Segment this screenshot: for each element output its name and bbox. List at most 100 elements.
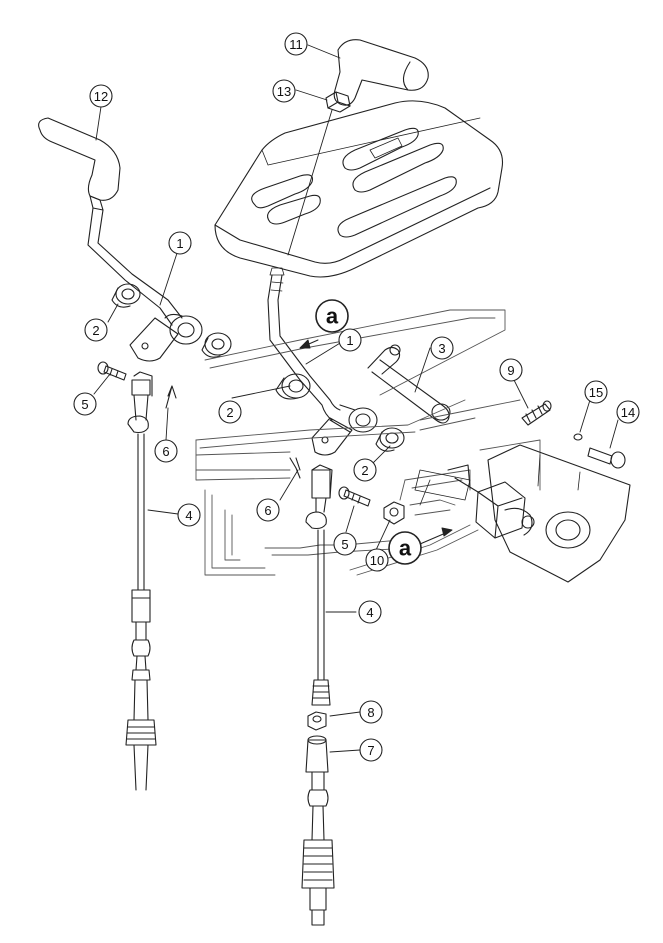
marker-arrows [299, 339, 453, 545]
callout-label: 11 [289, 37, 303, 52]
callout-2: 2 [84, 318, 108, 342]
cotter-pin-6b [289, 457, 301, 479]
callout-circle [584, 380, 608, 404]
callout-label: 6 [162, 444, 169, 459]
callout-circle [154, 439, 178, 463]
shift-lever-1a [87, 207, 203, 362]
shift-knob-11 [333, 39, 429, 106]
rod-4a [125, 371, 157, 791]
callout-11: 11 [284, 32, 308, 56]
callout-label: 8 [367, 705, 374, 720]
bushing-2d [375, 427, 405, 452]
callout-label: 2 [361, 463, 368, 478]
nut-10 [383, 501, 405, 525]
cotter-pin-6a [165, 385, 177, 409]
callout-circle [284, 32, 308, 56]
callout-4: 4 [177, 503, 201, 527]
callout-8: 8 [359, 700, 383, 724]
bushing-2a [111, 283, 141, 308]
switch-block [414, 464, 535, 539]
callout-circle [89, 84, 113, 108]
callout-circle [430, 336, 454, 360]
reference-marker-a: a [388, 531, 422, 565]
callout-4: 4 [358, 600, 382, 624]
marker-circle [388, 531, 422, 565]
callout-circle [177, 503, 201, 527]
bolt-5b [338, 486, 371, 507]
callout-label: 13 [277, 84, 291, 99]
bolt-5a [97, 361, 127, 381]
callout-circle [365, 548, 389, 572]
callout-label: 12 [94, 89, 108, 104]
marker-label: a [399, 536, 412, 561]
callout-6: 6 [256, 498, 280, 522]
callout-circle [616, 400, 640, 424]
bracket-right [487, 444, 631, 583]
callout-circle [353, 458, 377, 482]
sleeve-7 [305, 735, 329, 773]
callout-3: 3 [430, 336, 454, 360]
callout-label: 9 [507, 363, 514, 378]
callout-15: 15 [584, 380, 608, 404]
callout-circle [84, 318, 108, 342]
reference-marker-a: a [315, 299, 349, 333]
callout-5: 5 [73, 392, 97, 416]
callout-label: 15 [589, 385, 603, 400]
bushing-2c [201, 332, 232, 358]
callout-9: 9 [499, 358, 523, 382]
callout-label: 1 [176, 236, 183, 251]
shaft-3 [367, 344, 451, 424]
leader-lines [93, 44, 619, 753]
callout-label: 4 [366, 605, 373, 620]
cable-center [301, 771, 335, 926]
nut-8 [307, 711, 327, 731]
callout-label: 4 [185, 508, 192, 523]
callout-circle [338, 328, 362, 352]
marker-circle [315, 299, 349, 333]
callout-label: 5 [341, 537, 348, 552]
callout-circle [73, 392, 97, 416]
marker-layer: aa [315, 299, 422, 565]
callout-circle [358, 600, 382, 624]
washer-15 [573, 433, 583, 441]
bracket-outline [195, 309, 541, 576]
bushing-2b [275, 373, 311, 400]
callout-10: 10 [365, 548, 389, 572]
callout-label: 3 [438, 341, 445, 356]
shift-lever-1b [267, 267, 378, 456]
screw-9 [521, 400, 552, 426]
callout-label: 10 [370, 553, 384, 568]
callout-label: 5 [81, 397, 88, 412]
shift-cover [214, 100, 504, 278]
rod-4b [305, 464, 333, 706]
callout-circle [256, 498, 280, 522]
callout-label: 7 [367, 743, 374, 758]
callout-label: 6 [264, 503, 271, 518]
callout-label: 1 [346, 333, 353, 348]
callout-1: 1 [338, 328, 362, 352]
shift-knob-12 [38, 117, 121, 211]
callout-circle [333, 532, 357, 556]
callout-2: 2 [218, 400, 242, 424]
callout-7: 7 [359, 738, 383, 762]
callout-label: 14 [621, 405, 635, 420]
callout-label: 2 [92, 323, 99, 338]
bolt-14 [587, 447, 626, 469]
callout-label: 2 [226, 405, 233, 420]
callout-12: 12 [89, 84, 113, 108]
callout-13: 13 [272, 79, 296, 103]
callout-circle [168, 231, 192, 255]
callout-circle [499, 358, 523, 382]
callout-5: 5 [333, 532, 357, 556]
callout-14: 14 [616, 400, 640, 424]
callout-1: 1 [168, 231, 192, 255]
callout-circle [359, 700, 383, 724]
callout-circle [218, 400, 242, 424]
callout-circle [272, 79, 296, 103]
callout-circle [359, 738, 383, 762]
callout-6: 6 [154, 439, 178, 463]
nut-13 [325, 91, 351, 113]
